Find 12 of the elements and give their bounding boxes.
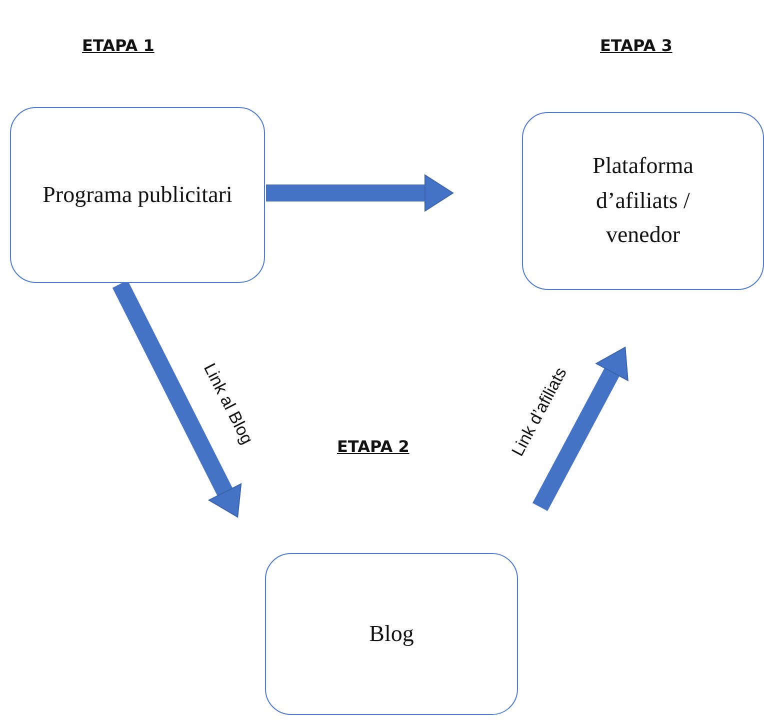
box-text: Blog: [369, 620, 414, 648]
block-arrow: [112, 280, 242, 518]
stage-heading: ETAPA 3: [600, 36, 672, 55]
rounded-box: [522, 112, 764, 290]
block-arrow: [266, 174, 454, 212]
block-arrow: [532, 346, 628, 512]
stage-heading: ETAPA 2: [337, 437, 410, 456]
rounded-box: [265, 553, 518, 715]
rounded-box: [10, 107, 265, 283]
box-text: Plataforma d’afiliats / venedor: [592, 152, 694, 250]
box-text: Programa publicitari: [42, 180, 232, 209]
stage-heading: ETAPA 1: [82, 36, 154, 55]
